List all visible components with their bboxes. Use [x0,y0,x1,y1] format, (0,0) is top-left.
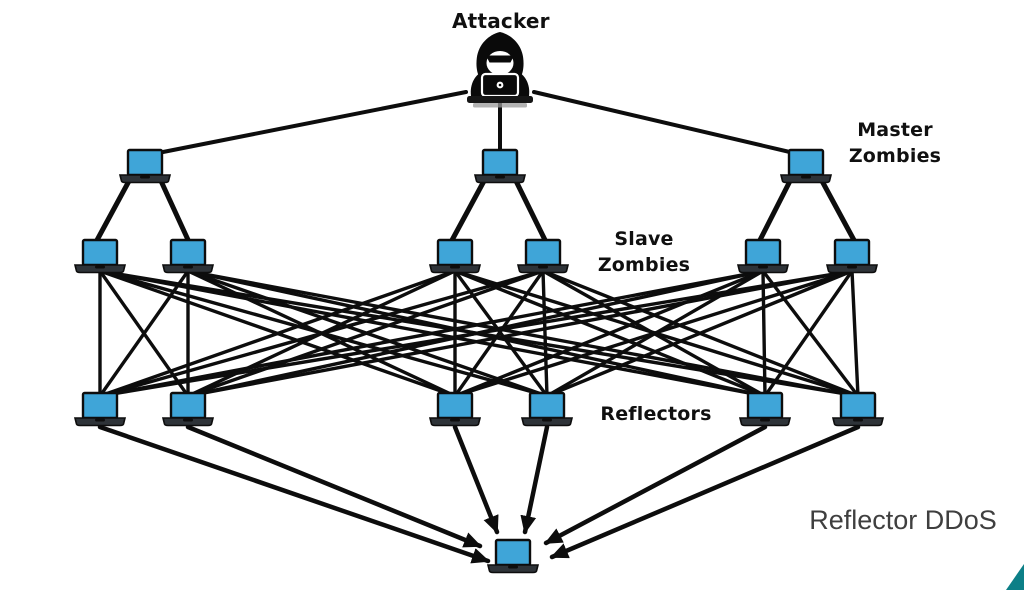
diagram-title: Reflector DDoS [809,505,997,535]
reflector-6-laptop-icon [831,391,885,427]
attacker-label: Attacker [452,9,550,33]
slave-zombie-5-laptop-icon [736,238,790,274]
slave-zombie-3-laptop-icon [428,238,482,274]
master-zombie-2-laptop-icon [473,148,527,184]
hooded-hacker-icon [467,32,533,108]
corner-accent-shape [1006,564,1024,590]
reflectors-label: Reflectors [600,403,712,425]
master-zombie-3-laptop-icon [779,148,833,184]
master-zombie-1-laptop-icon [118,148,172,184]
reflector-3-laptop-icon [428,391,482,427]
reflector-4-laptop-icon [520,391,574,427]
master-zombies-label: Master Zombies [848,119,942,167]
reflector-1-laptop-icon [73,391,127,427]
device-nodes [73,148,885,574]
slave-zombie-2-laptop-icon [161,238,215,274]
slave-zombies-label: Slave Zombies [597,228,691,276]
slave-zombie-4-laptop-icon [516,238,570,274]
victim-laptop-icon [486,538,540,574]
reflector-5-laptop-icon [738,391,792,427]
reflector-2-laptop-icon [161,391,215,427]
slave-zombie-6-laptop-icon [825,238,879,274]
connection-lines [93,90,861,564]
slave-zombie-1-laptop-icon [73,238,127,274]
